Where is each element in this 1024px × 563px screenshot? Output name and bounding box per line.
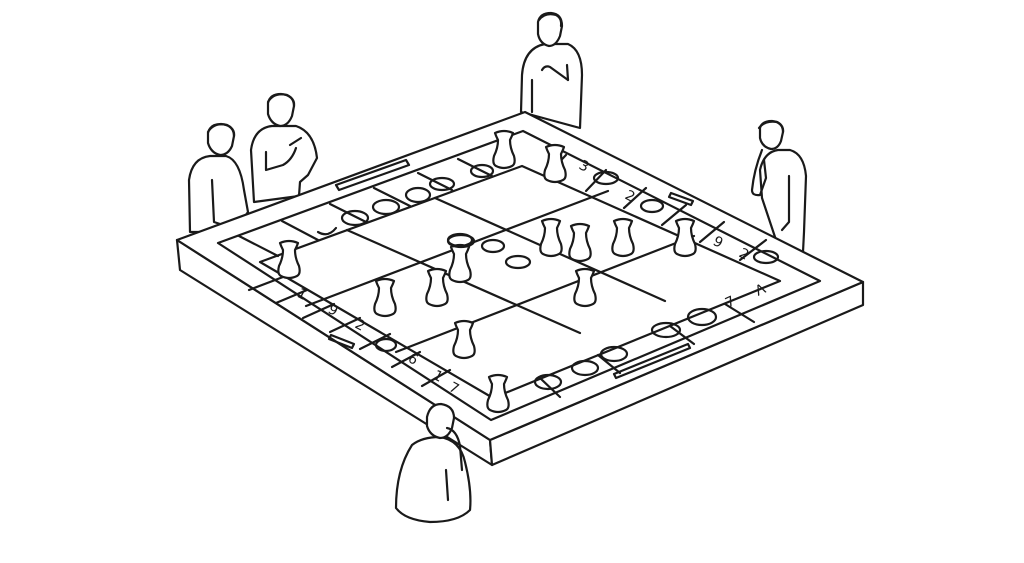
pawn <box>277 239 301 280</box>
game-board <box>175 110 865 467</box>
person-left-back <box>249 92 319 204</box>
pawn <box>568 222 592 263</box>
person-bottom-seated <box>394 402 472 524</box>
person-left-front <box>187 122 250 234</box>
pawn <box>611 217 635 258</box>
pawn <box>373 277 397 318</box>
pawn <box>539 217 563 258</box>
pawn <box>425 267 449 308</box>
pawn <box>543 143 567 184</box>
pawn <box>486 373 510 414</box>
pawn <box>452 319 476 360</box>
person-right <box>750 119 808 254</box>
person-top-back <box>519 11 584 130</box>
pawn <box>573 267 597 308</box>
pawn <box>673 217 697 258</box>
pieces <box>277 129 697 414</box>
pawn <box>448 243 472 284</box>
pawn <box>492 129 516 170</box>
